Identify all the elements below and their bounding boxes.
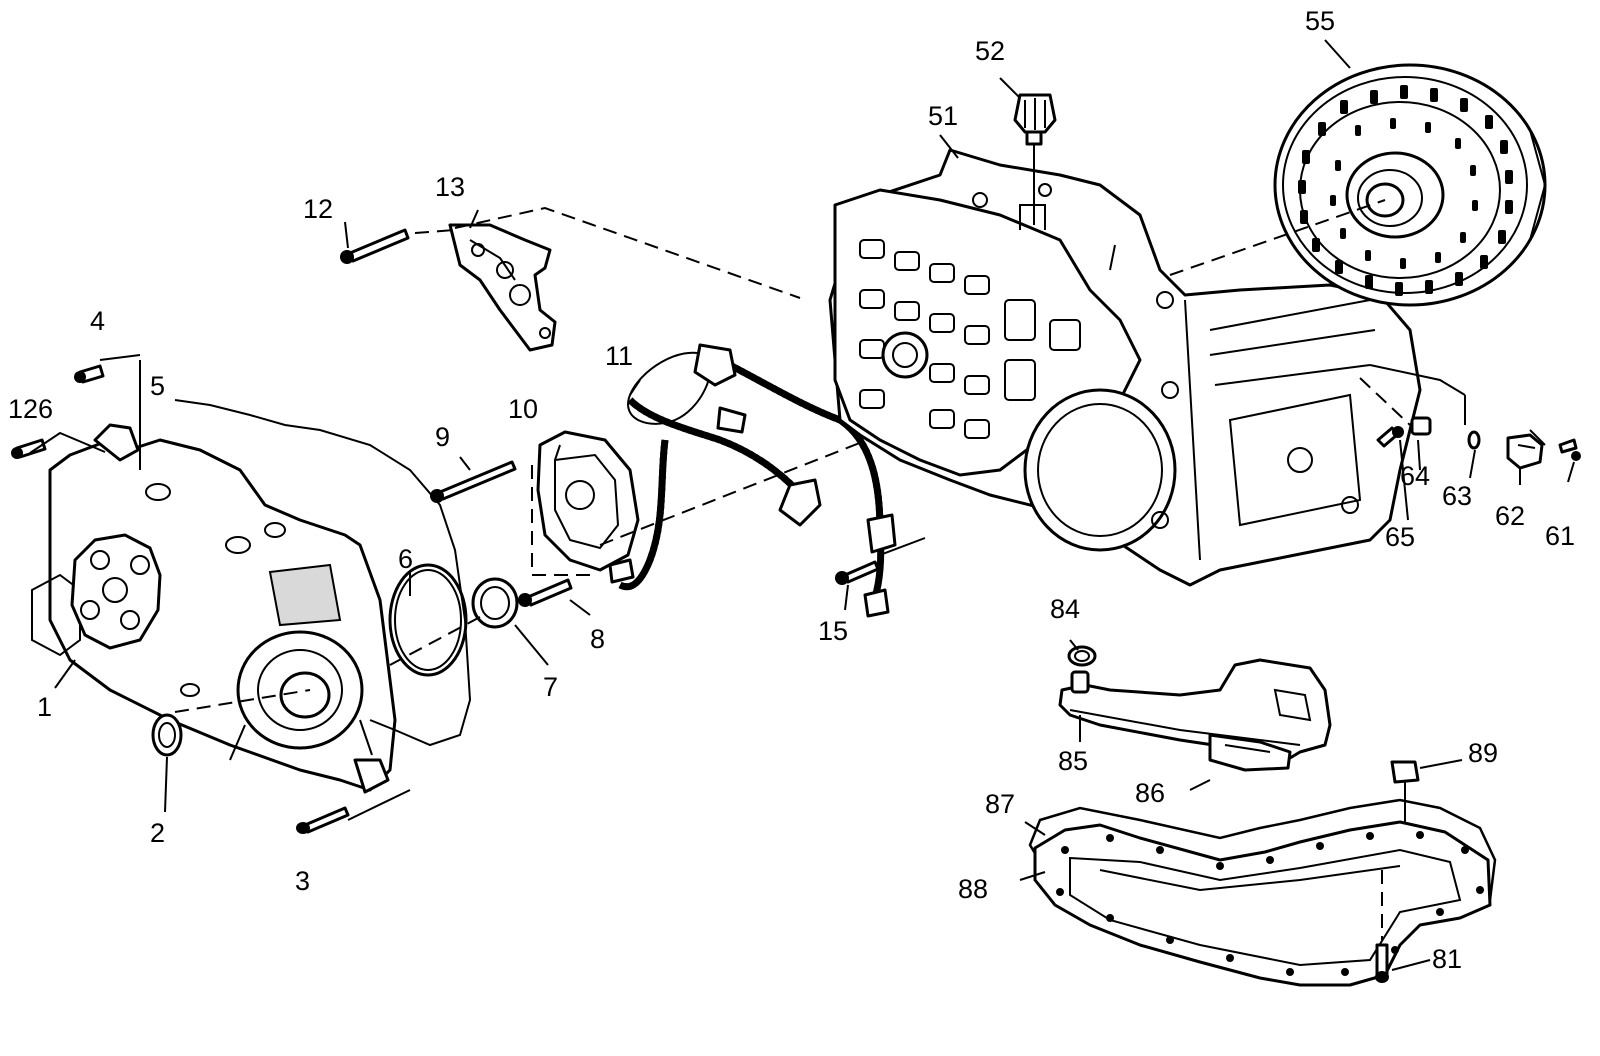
bolt-3 [296,806,350,834]
callout-3: 3 [295,866,310,896]
bolt-15 [835,560,880,585]
retaining-ring [471,577,519,629]
bolt-8 [518,578,573,607]
callout-84: 84 [1050,594,1080,624]
callout-2: 2 [150,818,165,848]
callout-64: 64 [1400,461,1430,491]
callout-15: 15 [818,616,848,646]
oil-pan [1033,820,1492,987]
callout-9: 9 [435,422,450,452]
callout-126: 126 [8,394,53,424]
drain-bolt [1375,870,1389,983]
callout-7: 7 [543,672,558,702]
callout-8: 8 [590,624,605,654]
bolt-65 [1376,426,1404,448]
callout-6: 6 [398,544,413,574]
sensor-62 [1506,433,1544,470]
callout-87: 87 [985,789,1015,819]
callout-1: 1 [37,692,52,722]
accumulator-cover [531,430,640,576]
filter-seal [1067,645,1097,667]
callout-61: 61 [1545,521,1575,551]
callout-12: 12 [303,194,333,224]
callout-89: 89 [1468,738,1498,768]
bolt-61 [1558,438,1581,461]
bolt-126 [11,438,47,459]
side-cover-gasket [174,399,472,747]
fluid-level-sensor [1208,733,1292,772]
callout-52: 52 [975,36,1005,66]
callout-4: 4 [90,306,105,336]
torque-converter [1273,63,1547,307]
case-side-cover [31,423,397,794]
callout-5: 5 [150,371,165,401]
o-ring [388,563,468,677]
transmission-filter [1058,658,1332,760]
callout-81: 81 [1432,944,1462,974]
bolt-4 [74,364,105,384]
callout-10: 10 [508,394,538,424]
plug-64 [1410,416,1432,436]
fill-cap [1013,93,1057,225]
callout-51: 51 [928,101,958,131]
o-ring-63 [1467,430,1481,450]
callout-86: 86 [1135,778,1165,808]
callout-63: 63 [1442,481,1472,511]
callout-55: 55 [1305,6,1335,36]
bolt-12 [340,228,410,264]
callout-65: 65 [1385,522,1415,552]
callout-88: 88 [958,874,988,904]
transmission-case [828,148,1422,587]
callout-85: 85 [1058,746,1088,776]
callout-11: 11 [605,341,633,371]
axle-seal [151,713,183,757]
callout-62: 62 [1495,501,1525,531]
detent-lever-bracket [448,223,557,352]
callout-13: 13 [435,172,465,202]
bolt-9 [430,460,517,503]
